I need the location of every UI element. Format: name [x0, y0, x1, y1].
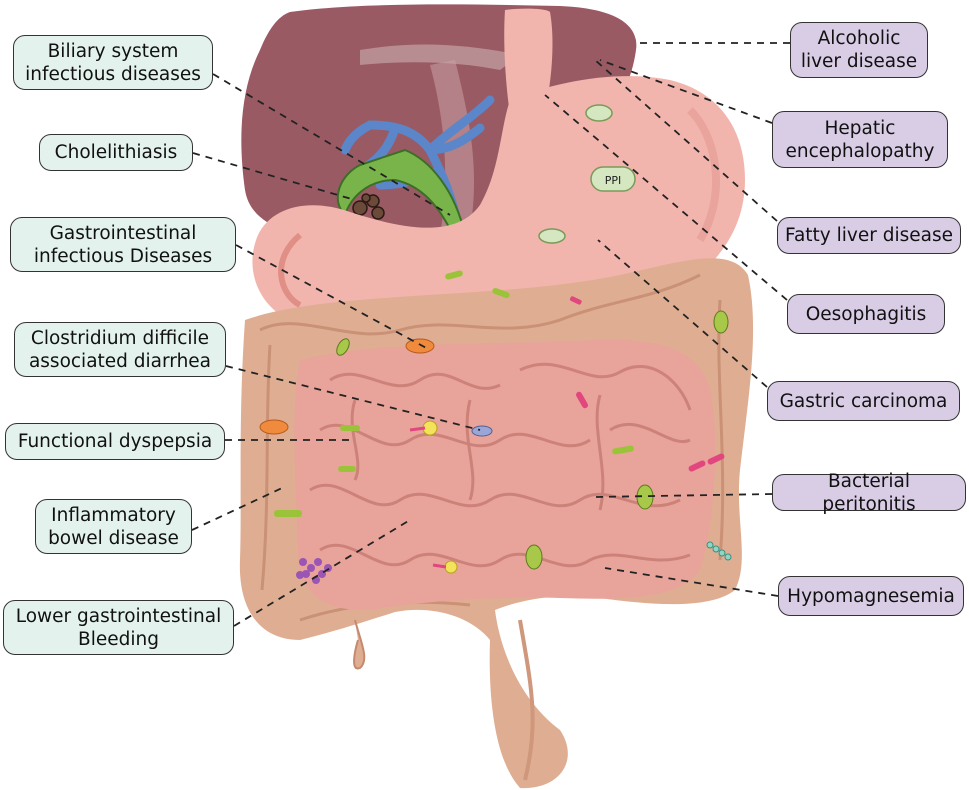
label-cholelithiasis: Cholelithiasis [39, 134, 193, 171]
label-functional-dyspepsia: Functional dyspepsia [5, 423, 225, 460]
svg-text:PPI: PPI [605, 174, 622, 187]
stomach [252, 76, 745, 318]
label-bacterial-peritonitis: Bacterial peritonitis [772, 471, 966, 515]
label-gi-infectious: Gastrointestinal infectious Diseases [10, 217, 236, 272]
leader-lines [191, 42, 790, 627]
label-oesophagitis: Oesophagitis [787, 294, 945, 334]
label-c-difficile: Clostridium difficile associated diarrhe… [14, 322, 226, 377]
label-hypomagnesemia: Hypomagnesemia [778, 576, 964, 616]
bacteria-markers [259, 270, 732, 584]
label-ibd: Inflammatory bowel disease [35, 499, 192, 554]
gallbladder [336, 148, 467, 242]
ppi-pill [590, 166, 636, 192]
intestine-loops [309, 362, 692, 568]
label-hepatic-encephalopathy: Hepatic encephalopathy [772, 111, 948, 168]
gallstones [352, 193, 385, 220]
label-lower-gi-bleeding: Lower gastrointestinal Bleeding [3, 600, 234, 655]
label-gastric-carcinoma: Gastric carcinoma [767, 381, 960, 421]
label-biliary-infectious: Biliary system infectious diseases [13, 35, 213, 90]
label-alcoholic-liver: Alcoholic liver disease [790, 22, 928, 78]
label-fatty-liver: Fatty liver disease [777, 217, 961, 254]
small-intestine [294, 339, 716, 611]
esophagus [504, 8, 553, 115]
